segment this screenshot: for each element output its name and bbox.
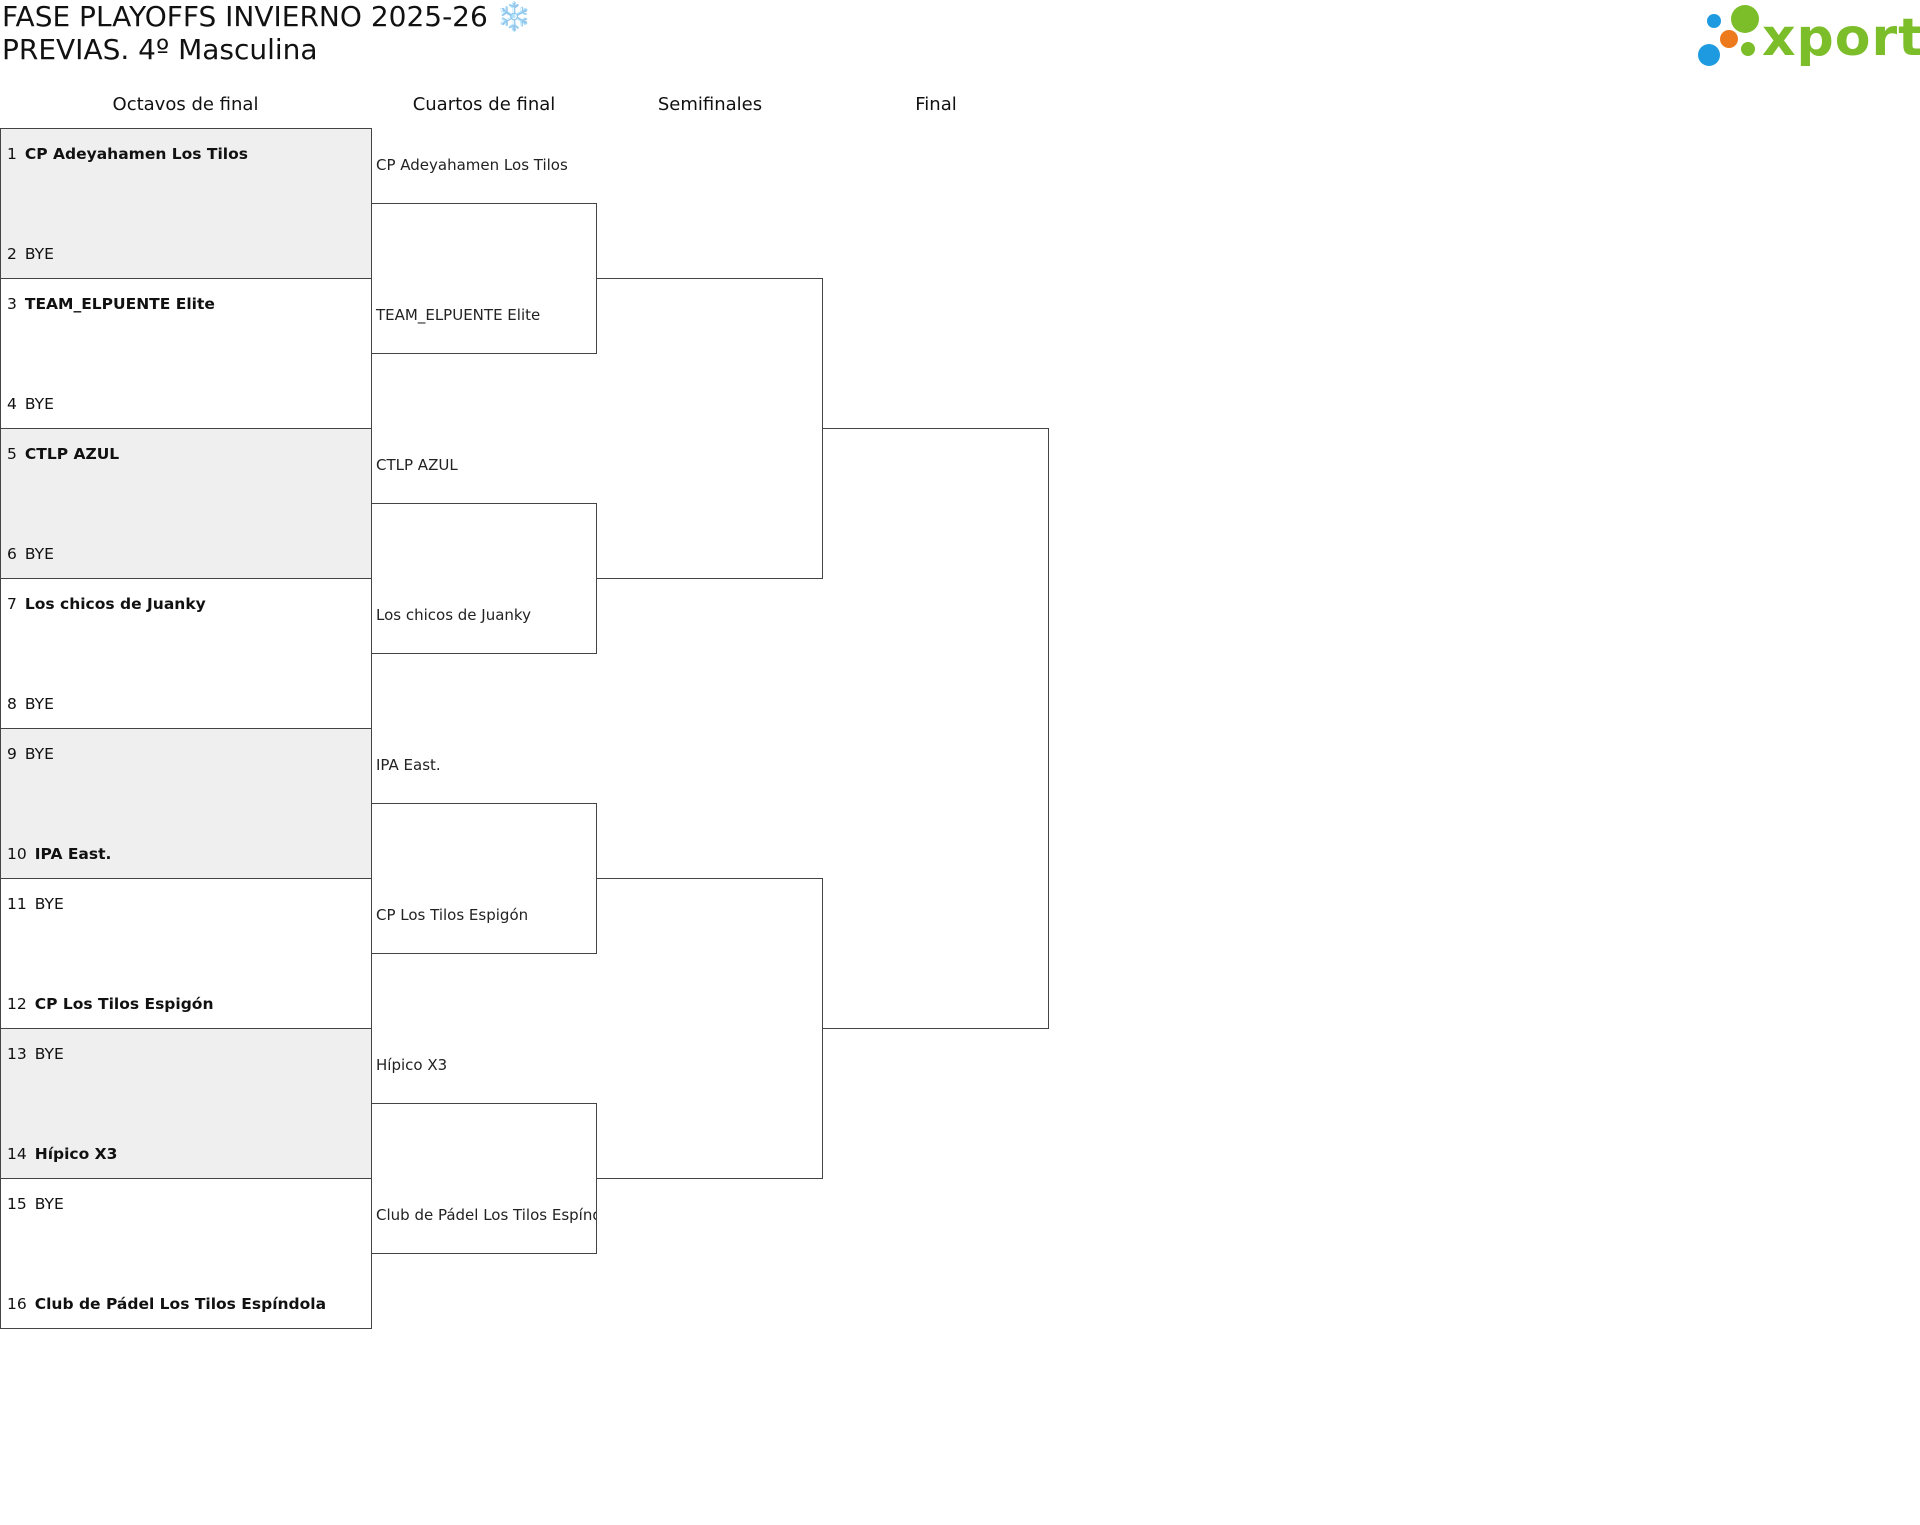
r16-match-7[interactable]: 13 BYE 14 Hípico X3 (0, 1028, 372, 1178)
sf-match-2 (597, 878, 823, 1179)
logo-dot-blue-small (1707, 14, 1721, 28)
qf-match-1 (371, 203, 597, 354)
team-name: BYE (34, 1195, 64, 1213)
round-header-cuartos: Cuartos de final (412, 94, 556, 115)
round-header-semifinales: Semifinales (657, 94, 763, 115)
r16-slot[interactable]: 7 Los chicos de Juanky (7, 595, 206, 613)
logo-dot-blue-large (1698, 44, 1720, 66)
logo-wordmark: xporty (1762, 8, 1920, 68)
r16-slot[interactable]: 2 BYE (7, 245, 54, 263)
seed-number: 6 (7, 545, 17, 563)
round-header-octavos: Octavos de final (112, 94, 259, 115)
page-subtitle: PREVIAS. 4º Masculina (2, 33, 318, 66)
qf-team[interactable]: TEAM_ELPUENTE Elite (376, 306, 541, 324)
seed-number: 15 (7, 1195, 27, 1213)
qf-team[interactable]: Hípico X3 (376, 1056, 448, 1074)
team-name: IPA East. (34, 845, 112, 863)
seed-number: 10 (7, 845, 27, 863)
page-title: FASE PLAYOFFS INVIERNO 2025-26 ❄️ (2, 0, 532, 33)
r16-match-8[interactable]: 15 BYE 16 Club de Pádel Los Tilos Espíndol… (0, 1178, 372, 1329)
r16-slot[interactable]: 5 CTLP AZUL (7, 445, 119, 463)
seed-number: 13 (7, 1045, 27, 1063)
seed-number: 9 (7, 745, 17, 763)
team-name: TEAM_ELPUENTE Elite (24, 295, 215, 313)
r16-match-1[interactable]: 1 CP Adeyahamen Los Tilos 2 BYE (0, 128, 372, 278)
qf-team[interactable]: CP Los Tilos Espigón (376, 906, 529, 924)
logo-dot-orange (1720, 30, 1738, 48)
team-name: BYE (24, 545, 54, 563)
r16-match-6[interactable]: 11 BYE 12 CP Los Tilos Espigón (0, 878, 372, 1028)
xporty-logo: xporty (1695, 4, 1920, 68)
r16-slot[interactable]: 6 BYE (7, 545, 54, 563)
final-match (823, 428, 1049, 1029)
r16-slot[interactable]: 14 Hípico X3 (7, 1145, 117, 1163)
r16-slot[interactable]: 10 IPA East. (7, 845, 111, 863)
r16-match-4[interactable]: 7 Los chicos de Juanky 8 BYE (0, 578, 372, 728)
round-header-final: Final (915, 94, 957, 115)
team-name: Club de Pádel Los Tilos Espíndola (34, 1295, 327, 1313)
qf-match-3 (371, 803, 597, 954)
team-name: BYE (24, 245, 54, 263)
team-name: BYE (24, 745, 54, 763)
r16-slot[interactable]: 15 BYE (7, 1195, 64, 1213)
qf-match-2 (371, 503, 597, 654)
r16-slot[interactable]: 11 BYE (7, 895, 64, 913)
seed-number: 4 (7, 395, 17, 413)
qf-team[interactable]: CP Adeyahamen Los Tilos (376, 156, 568, 174)
qf-team[interactable]: CTLP AZUL (376, 456, 458, 474)
r16-slot[interactable]: 8 BYE (7, 695, 54, 713)
seed-number: 2 (7, 245, 17, 263)
r16-slot[interactable]: 1 CP Adeyahamen Los Tilos (7, 145, 248, 163)
seed-number: 12 (7, 995, 27, 1013)
r16-match-3[interactable]: 5 CTLP AZUL 6 BYE (0, 428, 372, 578)
r16-slot[interactable]: 9 BYE (7, 745, 54, 763)
team-name: CP Los Tilos Espigón (34, 995, 214, 1013)
seed-number: 3 (7, 295, 17, 313)
r16-slot[interactable]: 3 TEAM_ELPUENTE Elite (7, 295, 215, 313)
qf-team[interactable]: Club de Pádel Los Tilos Espíndola (376, 1206, 596, 1224)
team-name: BYE (24, 695, 54, 713)
team-name: CP Adeyahamen Los Tilos (24, 145, 248, 163)
r16-slot[interactable]: 13 BYE (7, 1045, 64, 1063)
sf-match-1 (597, 278, 823, 579)
team-name: BYE (34, 1045, 64, 1063)
seed-number: 7 (7, 595, 17, 613)
seed-number: 5 (7, 445, 17, 463)
r16-match-2[interactable]: 3 TEAM_ELPUENTE Elite 4 BYE (0, 278, 372, 428)
seed-number: 16 (7, 1295, 27, 1313)
team-name: BYE (34, 895, 64, 913)
seed-number: 8 (7, 695, 17, 713)
r16-slot[interactable]: 12 CP Los Tilos Espigón (7, 995, 213, 1013)
seed-number: 14 (7, 1145, 27, 1163)
r16-match-5[interactable]: 9 BYE 10 IPA East. (0, 728, 372, 878)
seed-number: 1 (7, 145, 17, 163)
team-name: Los chicos de Juanky (24, 595, 206, 613)
team-name: Hípico X3 (34, 1145, 118, 1163)
qf-team[interactable]: IPA East. (376, 756, 441, 774)
team-name: BYE (24, 395, 54, 413)
qf-team[interactable]: Los chicos de Juanky (376, 606, 531, 624)
logo-dot-green-small (1741, 42, 1755, 56)
logo-dot-green-large (1731, 5, 1759, 33)
r16-slot[interactable]: 4 BYE (7, 395, 54, 413)
seed-number: 11 (7, 895, 27, 913)
qf-match-4 (371, 1103, 597, 1254)
r16-slot[interactable]: 16 Club de Pádel Los Tilos Espíndola (7, 1295, 326, 1313)
team-name: CTLP AZUL (24, 445, 120, 463)
